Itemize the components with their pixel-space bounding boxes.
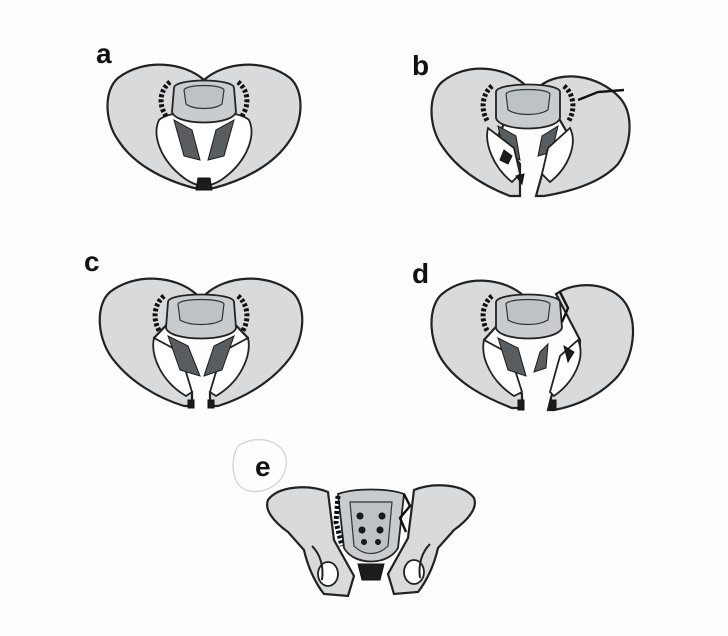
pelvis-diagram-d [430,279,635,412]
pelvis-diagram-b [430,67,631,198]
pelvis-diagram-e [266,484,476,598]
pelvis-diagram-c [98,277,304,409]
panel-label-d: d [412,258,430,289]
label-e-circle [232,439,287,493]
panel-label-a: a [96,38,112,69]
panel-label-b: b [412,50,430,81]
panel-label-e: e [255,451,271,482]
panel-label-c: c [84,246,100,277]
pelvis-diagram-a [106,63,302,191]
